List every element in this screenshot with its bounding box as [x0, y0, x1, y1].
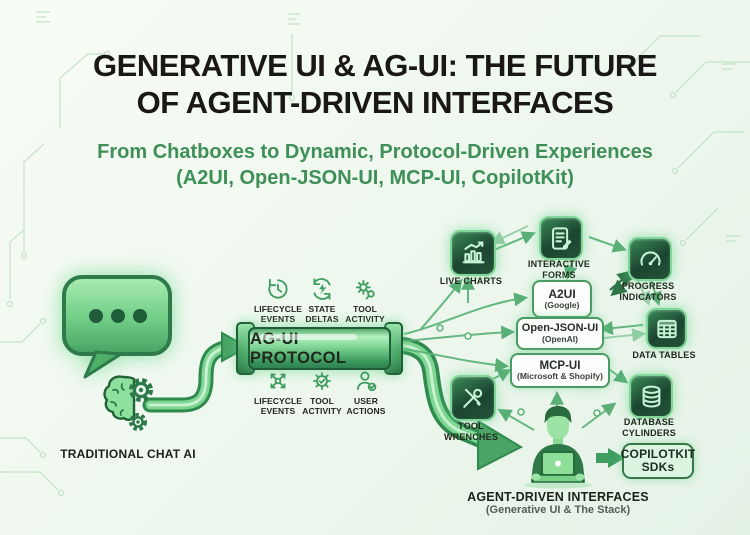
pill-shine [260, 334, 358, 340]
copilotkit-sdks-box: COPILOTKIT SDKs [621, 443, 695, 479]
gauge-icon [640, 250, 660, 266]
ag-ui-protocol-pill: AG-UI PROTOCOL [248, 327, 391, 370]
user-check-icon [356, 371, 377, 392]
gear-check-icon [313, 372, 331, 390]
brain-gears-icon [103, 375, 153, 431]
developer-at-laptop-icon [524, 406, 592, 489]
interactive-forms-tile [539, 216, 583, 260]
mcp-ui-box: MCP-UI (Microsoft & Shopify) [510, 353, 610, 388]
bar-chart-icon [462, 241, 485, 264]
agent-driven-interfaces-caption: AGENT-DRIVEN INTERFACES [467, 490, 649, 504]
database-cylinders-tile [629, 374, 673, 418]
page-subtitle-line1: From Chatboxes to Dynamic, Protocol-Driv… [97, 141, 653, 163]
open-json-ui-box: Open-JSON-UI (OpenAI) [516, 317, 604, 350]
tool-wrenches-tile [450, 375, 496, 421]
traditional-chat-ai-caption: TRADITIONAL CHAT AI [60, 447, 196, 461]
a2ui-box: A2UI (Google) [532, 280, 592, 318]
form-pencil-icon [551, 226, 572, 250]
live-charts-label: LIVE CHARTS [439, 276, 503, 286]
expand-arrows-icon [270, 373, 286, 389]
gear-wrench-icon [355, 279, 375, 300]
page-title-line2: OF AGENT-DRIVEN INTERFACES [136, 85, 614, 120]
page-title-line1: GENERATIVE UI & AG-UI: THE FUTURE [93, 48, 657, 83]
progress-indicators-tile [628, 237, 672, 281]
history-clock-icon [268, 278, 288, 299]
tool-wrenches-icon [463, 388, 483, 408]
database-icon [642, 385, 660, 408]
data-table-icon [656, 319, 677, 338]
live-charts-tile [450, 230, 496, 276]
page-subtitle-line2: (A2UI, Open-JSON-UI, MCP-UI, CopilotKit) [176, 167, 574, 189]
sync-bolt-icon [313, 278, 331, 300]
data-tables-tile [646, 308, 687, 349]
agent-driven-interfaces-subcaption: (Generative UI & The Stack) [485, 504, 631, 516]
data-tables-label: DATA TABLES [632, 350, 696, 360]
chat-bubble-icon [62, 275, 172, 379]
